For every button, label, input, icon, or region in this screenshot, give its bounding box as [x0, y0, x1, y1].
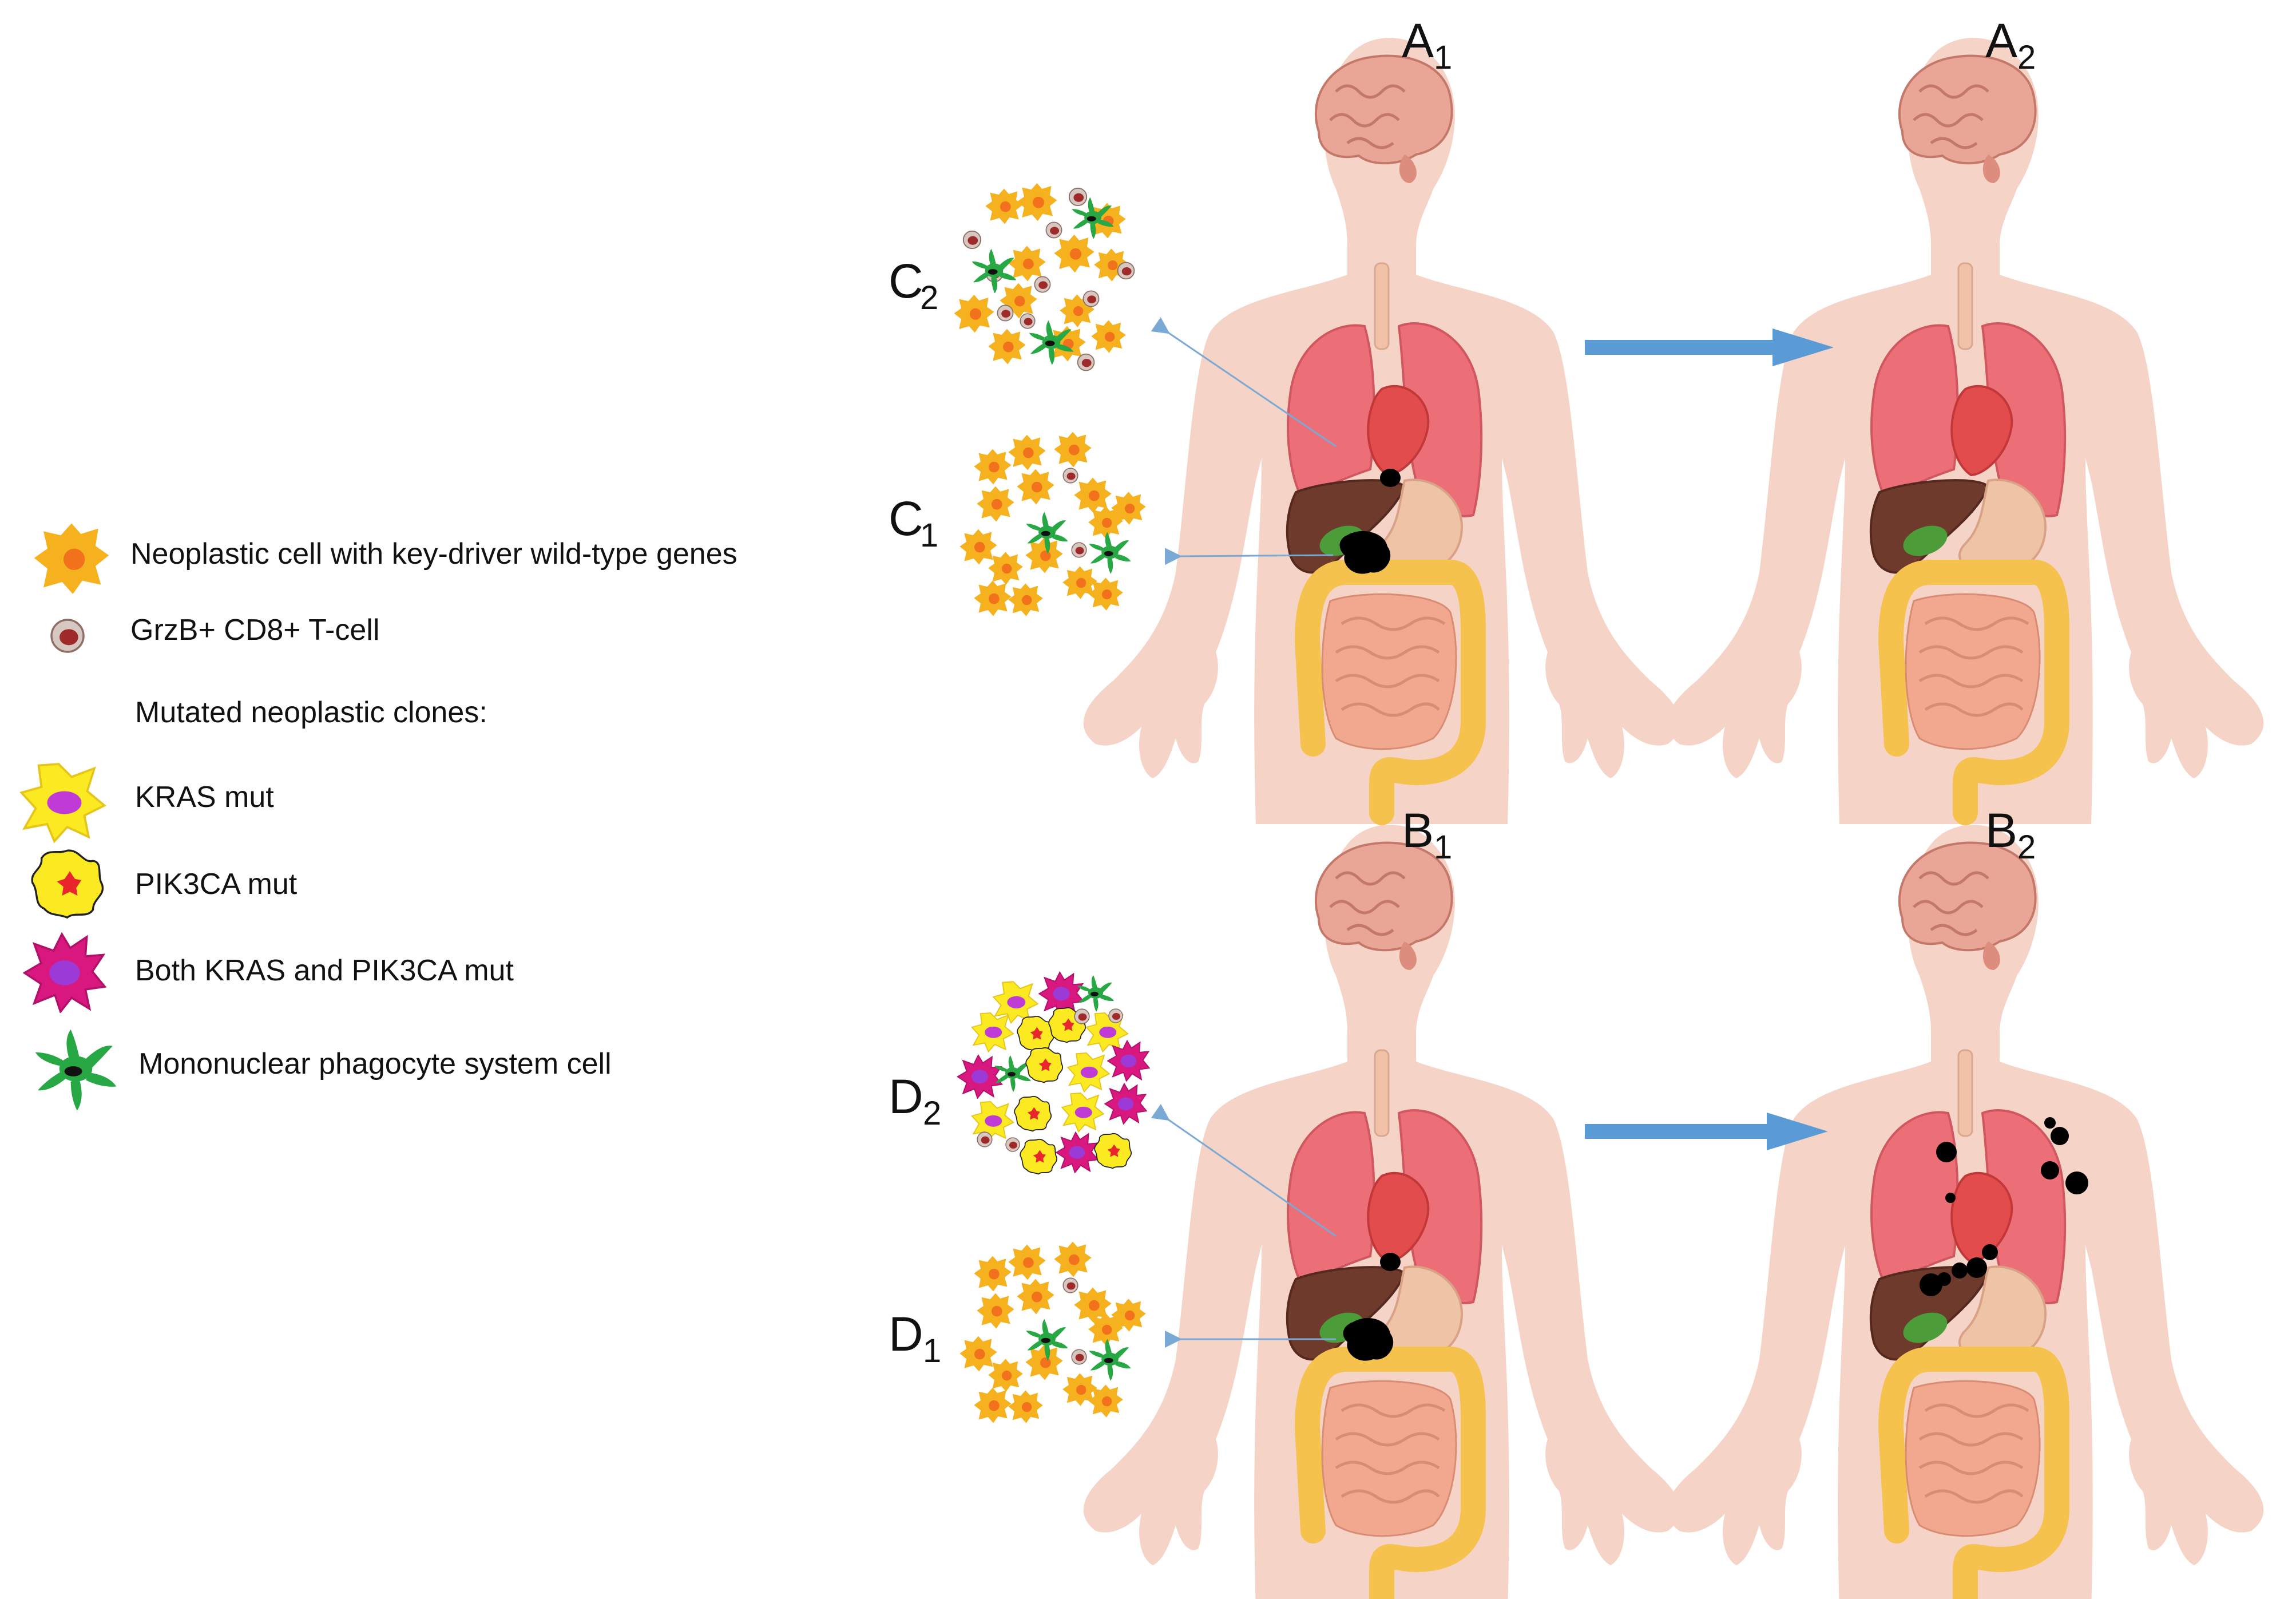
svg-text:2: 2 [2017, 39, 2036, 76]
legend-label-tcell: GrzB+ CD8+ T-cell [130, 614, 379, 647]
pointer-c1 [1164, 548, 1334, 565]
cell-cluster-d1 [959, 1241, 1146, 1423]
svg-text:C: C [889, 492, 923, 545]
body-figure-a1 [1084, 38, 1680, 824]
metastases [1920, 1117, 2088, 1296]
body-figure-a2 [1667, 38, 2264, 824]
progression-arrow-top [1585, 328, 1834, 366]
panel-label-b1: B 1 [1402, 804, 1452, 866]
colon-tumor [1343, 1317, 1394, 1361]
panel-label-a2: A 2 [1985, 14, 2036, 76]
legend-icon-kras [22, 764, 105, 841]
progression-arrow-bottom [1585, 1113, 1828, 1150]
panel-label-d1: D 1 [889, 1307, 941, 1370]
svg-text:A: A [1402, 14, 1434, 68]
svg-text:2: 2 [920, 279, 938, 316]
legend-icon-both [23, 933, 106, 1013]
pointer-arrows [1151, 317, 1337, 1348]
svg-text:D: D [889, 1307, 923, 1361]
pointer-d2 [1151, 1103, 1337, 1237]
liver-tumor [1380, 1253, 1401, 1271]
body-figure-b1 [1084, 825, 1680, 1599]
legend-label-wt-cell: Neoplastic cell with key-driver wild-typ… [130, 537, 737, 571]
body-figure-b2 [1667, 825, 2264, 1599]
legend-label-both: Both KRAS and PIK3CA mut [135, 954, 514, 987]
legend-icon-tcell [50, 619, 85, 653]
legend-icon-mps [35, 1029, 117, 1111]
svg-text:A: A [1985, 14, 2017, 68]
svg-text:B: B [1985, 804, 2017, 857]
svg-text:1: 1 [1434, 39, 1452, 76]
panel-label-b2: B 2 [1985, 804, 2036, 866]
legend-label-mutated-header: Mutated neoplastic clones: [135, 696, 487, 729]
panel-label-c1: C 1 [889, 492, 938, 554]
legend-icon-wt-cell [34, 523, 109, 594]
legend-label-pik3ca: PIK3CA mut [135, 868, 298, 901]
legend-label-kras: KRAS mut [135, 781, 274, 814]
panel-label-d2: D 2 [889, 1070, 941, 1132]
svg-text:2: 2 [2017, 829, 2036, 866]
legend-icon-pik3ca [31, 849, 104, 919]
svg-text:B: B [1402, 804, 1434, 857]
panel-label-a1: A 1 [1402, 14, 1452, 76]
cell-cluster-c1 [959, 432, 1146, 616]
legend-label-mps: Mononuclear phagocyte system cell [138, 1047, 612, 1080]
svg-text:1: 1 [923, 1332, 941, 1370]
svg-text:D: D [889, 1070, 923, 1123]
cell-cluster-c2 [954, 183, 1135, 371]
pointer-c2 [1151, 317, 1337, 448]
svg-text:1: 1 [1434, 829, 1452, 866]
svg-text:1: 1 [920, 517, 938, 554]
svg-text:2: 2 [923, 1095, 941, 1132]
legend: Neoplastic cell with key-driver wild-typ… [22, 523, 737, 1111]
liver-tumor [1380, 469, 1401, 487]
svg-text:C: C [889, 254, 923, 308]
colon-tumor [1339, 531, 1391, 574]
cell-cluster-d2 [957, 972, 1150, 1175]
panel-label-c2: C 2 [889, 254, 938, 316]
